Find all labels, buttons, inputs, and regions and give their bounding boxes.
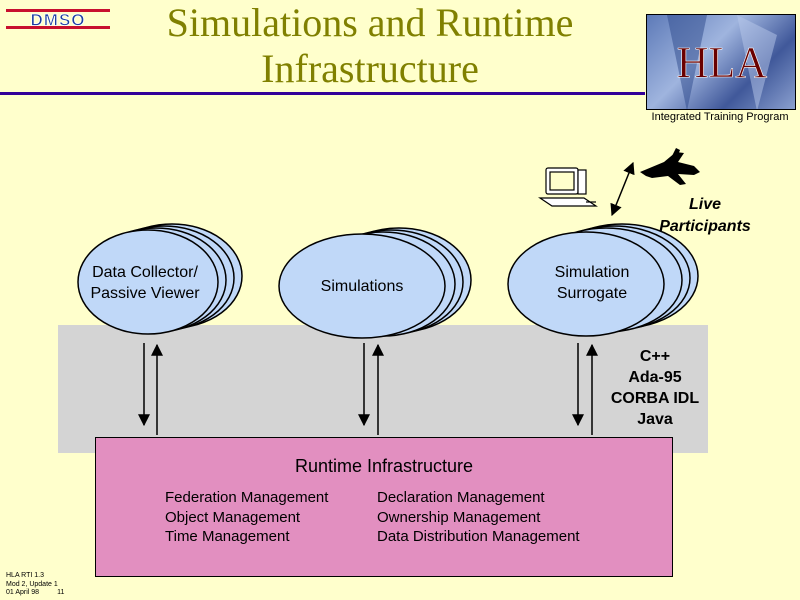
service-declaration-management: Declaration Management <box>377 489 545 506</box>
rti-services-right: Declaration Management Ownership Managem… <box>377 488 580 547</box>
language-cpp: C++ <box>639 348 671 365</box>
footer-page-number: 11 <box>57 589 65 596</box>
language-list: C++ Ada-95 CORBA IDL Java <box>600 346 710 430</box>
federate-simulations-oval <box>278 233 446 339</box>
language-java: Java <box>637 411 673 428</box>
rti-title: Runtime Infrastructure <box>294 456 474 476</box>
live-participants-label: Live Participants <box>659 196 751 235</box>
jet-icon <box>640 148 700 185</box>
federate-data-collector-oval <box>77 229 219 335</box>
dmso-logo: DMSO <box>6 6 110 32</box>
arrow-live-link <box>610 161 635 217</box>
service-federation-management: Federation Management <box>165 489 329 506</box>
service-time-management: Time Management <box>165 528 290 545</box>
federate-surrogate-stack <box>507 223 699 337</box>
dmso-logo-text: DMSO <box>31 11 86 30</box>
slide-footer: HLA RTI 1.3 Mod 2, Update 1 01 April 98 … <box>6 572 64 598</box>
hla-logo-image: HLA <box>646 14 796 110</box>
service-object-management: Object Management <box>165 508 301 526</box>
rti-services-left: Federation Management Object Management … <box>165 488 328 547</box>
service-ownership-management: Ownership Management <box>377 508 541 526</box>
hla-logo-text: HLA <box>677 38 768 87</box>
federate-simulations-stack <box>278 227 472 339</box>
title-rule <box>0 92 645 95</box>
federate-simulations-label: Simulations <box>320 278 404 295</box>
page-title: Simulations and Runtime Infrastructure <box>166 0 574 91</box>
federate-data-collector-stack <box>77 223 243 335</box>
hla-caption: Integrated Training Program <box>651 111 789 123</box>
footer-date: 01 April 98 <box>6 589 40 596</box>
language-ada: Ada-95 <box>628 369 682 386</box>
rti-box <box>95 437 673 577</box>
computer-icon <box>538 167 598 207</box>
service-ddm: Data Distribution Management <box>377 528 580 545</box>
footer-line-2: Mod 2, Update 1 <box>6 580 58 588</box>
language-corba-idl: CORBA IDL <box>610 390 700 407</box>
footer-line-1: HLA RTI 1.3 <box>6 572 45 579</box>
federate-surrogate-oval <box>507 231 665 337</box>
federate-data-collector-label: Data Collector/ Passive Viewer <box>90 264 200 302</box>
federate-surrogate-label: Simulation Surrogate <box>554 264 630 302</box>
